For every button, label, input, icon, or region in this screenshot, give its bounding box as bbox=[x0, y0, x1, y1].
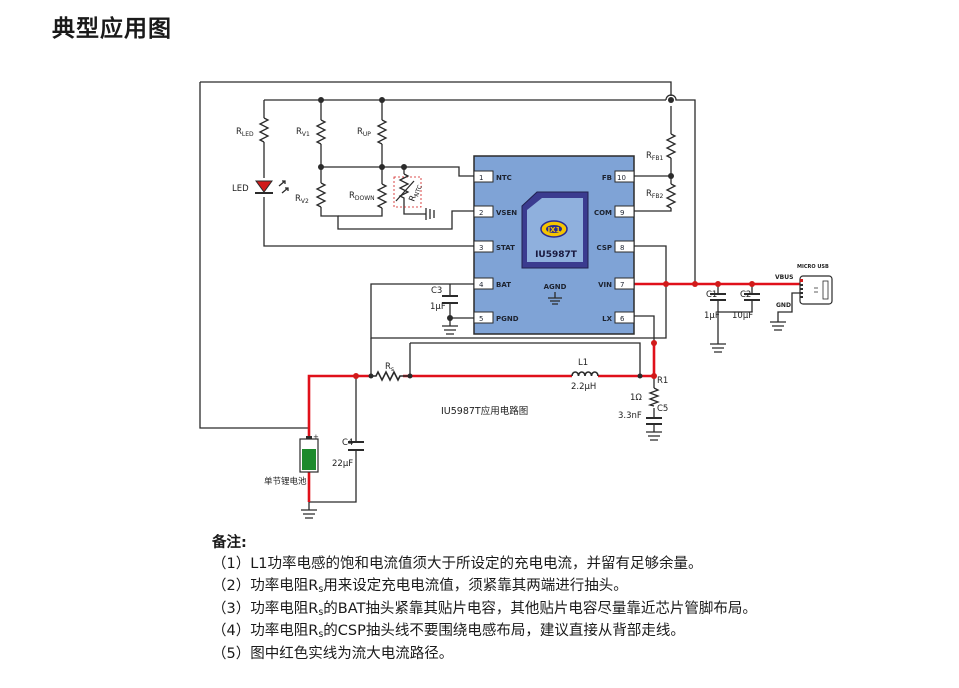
label-vbus: VBUS bbox=[775, 274, 793, 281]
label-c2: C2 bbox=[740, 290, 751, 300]
label-c5: C5 bbox=[657, 404, 668, 414]
label-c4-value: 22μF bbox=[332, 459, 353, 469]
notes-title: 备注: bbox=[212, 535, 247, 551]
label-micro-usb: MICRO USB bbox=[797, 264, 829, 270]
label-r1: R1 bbox=[657, 376, 668, 386]
pin-number: 7 bbox=[620, 281, 624, 289]
label-c4: C4 bbox=[342, 438, 353, 448]
ic-chip: 1 2 3 4 5 NTC VSEN STAT BAT PGND 10 9 8 … bbox=[473, 155, 635, 335]
chip-logo-text: IX1 bbox=[548, 226, 561, 234]
label-r1-value: 1Ω bbox=[630, 393, 642, 403]
pin-name: LX bbox=[602, 315, 612, 323]
chip-logo-icon: IX1 bbox=[540, 220, 568, 238]
page-title: 典型应用图 bbox=[52, 16, 172, 42]
resistor-rs bbox=[371, 370, 410, 382]
pin-number: 1 bbox=[479, 174, 483, 182]
battery-icon bbox=[299, 436, 319, 473]
label-c5-value: 3.3nF bbox=[618, 411, 642, 421]
label-r-v2: RV2 bbox=[295, 194, 309, 205]
label-c3: C3 bbox=[431, 286, 442, 296]
note-item: （1）L1功率电感的饱和电流值须大于所设定的充电电流，并留有足够余量。 bbox=[212, 556, 703, 572]
pin-name: VIN bbox=[598, 281, 612, 289]
pin-number: 8 bbox=[620, 244, 624, 252]
pin-name: PGND bbox=[496, 315, 519, 323]
resistor-r-up bbox=[376, 119, 388, 145]
pin-number: 6 bbox=[620, 315, 625, 323]
ntc-thermistor bbox=[393, 173, 422, 208]
capacitor-c5 bbox=[646, 417, 662, 425]
component-labels: RLED RV1 RUP LED RV2 RDOWN RNTC RFB1 RFB… bbox=[232, 127, 829, 487]
resistor-r1 bbox=[647, 387, 660, 407]
note-item: （4）功率电阻Rs的CSP抽头线不要围绕电感布局，建议直接从背部走线。 bbox=[212, 623, 685, 641]
pin-number: 3 bbox=[479, 244, 483, 252]
micro-usb-connector-icon bbox=[799, 275, 833, 305]
label-c1: C1 bbox=[706, 290, 717, 300]
capacitor-c2 bbox=[744, 293, 760, 301]
capacitor-c4 bbox=[348, 441, 364, 451]
label-c1-value: 1μF bbox=[704, 311, 720, 321]
ntc-ground-icon bbox=[425, 208, 435, 220]
resistor-r-v1 bbox=[315, 119, 327, 145]
pin-name: FB bbox=[602, 174, 612, 182]
pin-number: 2 bbox=[479, 209, 483, 217]
ground-icon bbox=[301, 321, 786, 519]
notes-section: 备注: （1）L1功率电感的饱和电流值须大于所设定的充电电流，并留有足够余量。 … bbox=[212, 531, 932, 667]
resistor-r-led bbox=[258, 117, 270, 143]
pin-number: 9 bbox=[620, 209, 624, 217]
label-r-ntc: RNTC bbox=[407, 183, 423, 204]
led-icon bbox=[255, 180, 289, 194]
application-circuit-diagram: 1 2 3 4 5 NTC VSEN STAT BAT PGND 10 9 8 … bbox=[199, 81, 833, 519]
label-l1-value: 2.2μH bbox=[571, 382, 596, 392]
pin-name: CSP bbox=[597, 244, 612, 252]
pin-name: NTC bbox=[496, 174, 512, 182]
note-item: （2）功率电阻Rs用来设定充电电流值，须紧靠其两端进行抽头。 bbox=[212, 578, 628, 596]
label-c3-value: 1μF bbox=[430, 302, 446, 312]
resistor-r-v2 bbox=[315, 182, 327, 208]
junction-dots bbox=[318, 97, 755, 379]
label-r-v1: RV1 bbox=[296, 127, 310, 138]
right-pins: 10 9 8 7 6 FB COM CSP VIN LX bbox=[594, 170, 635, 324]
pin-name: BAT bbox=[496, 281, 511, 289]
resistor-r-fb1 bbox=[665, 133, 677, 159]
label-r-up: RUP bbox=[357, 127, 371, 138]
inductor-l1 bbox=[571, 371, 599, 377]
capacitor-c3 bbox=[442, 295, 458, 304]
note-item: （5）图中红色实线为流大电流路径。 bbox=[212, 645, 454, 662]
pin-number: 10 bbox=[617, 174, 626, 182]
pin-name: STAT bbox=[496, 244, 515, 252]
label-battery: 单节锂电池 bbox=[264, 476, 307, 487]
diagram-caption: IU5987T应用电路图 bbox=[441, 405, 528, 417]
pin-number: 5 bbox=[479, 315, 483, 323]
pin-name: COM bbox=[594, 209, 612, 217]
pin-number: 4 bbox=[479, 281, 484, 289]
label-r-fb2: RFB2 bbox=[646, 189, 663, 200]
note-item: （3）功率电阻Rs的BAT抽头紧靠其贴片电容，其他贴片电容尽量靠近芯片管脚布局。 bbox=[212, 600, 757, 618]
capacitor-c1 bbox=[710, 293, 726, 301]
left-pins: 1 2 3 4 5 NTC VSEN STAT BAT PGND bbox=[473, 170, 519, 324]
label-gnd: GND bbox=[776, 302, 791, 309]
label-r-down: RDOWN bbox=[349, 191, 375, 202]
agnd-ground-icon bbox=[548, 292, 562, 305]
label-r-led: RLED bbox=[236, 127, 254, 138]
resistor-r-fb2 bbox=[665, 183, 677, 209]
label-c2-value: 10μF bbox=[732, 311, 753, 321]
label-r-fb1: RFB1 bbox=[646, 151, 663, 162]
label-led: LED bbox=[232, 184, 249, 194]
label-l1: L1 bbox=[578, 358, 588, 368]
chip-part-number: IU5987T bbox=[535, 250, 578, 260]
label-rs: Rs bbox=[385, 362, 394, 373]
label-battery-plus: + bbox=[313, 433, 319, 441]
pin-name: VSEN bbox=[496, 209, 517, 217]
signal-wires bbox=[199, 81, 800, 503]
resistor-r-down bbox=[376, 183, 388, 209]
chip-ground-label: AGND bbox=[544, 283, 567, 291]
